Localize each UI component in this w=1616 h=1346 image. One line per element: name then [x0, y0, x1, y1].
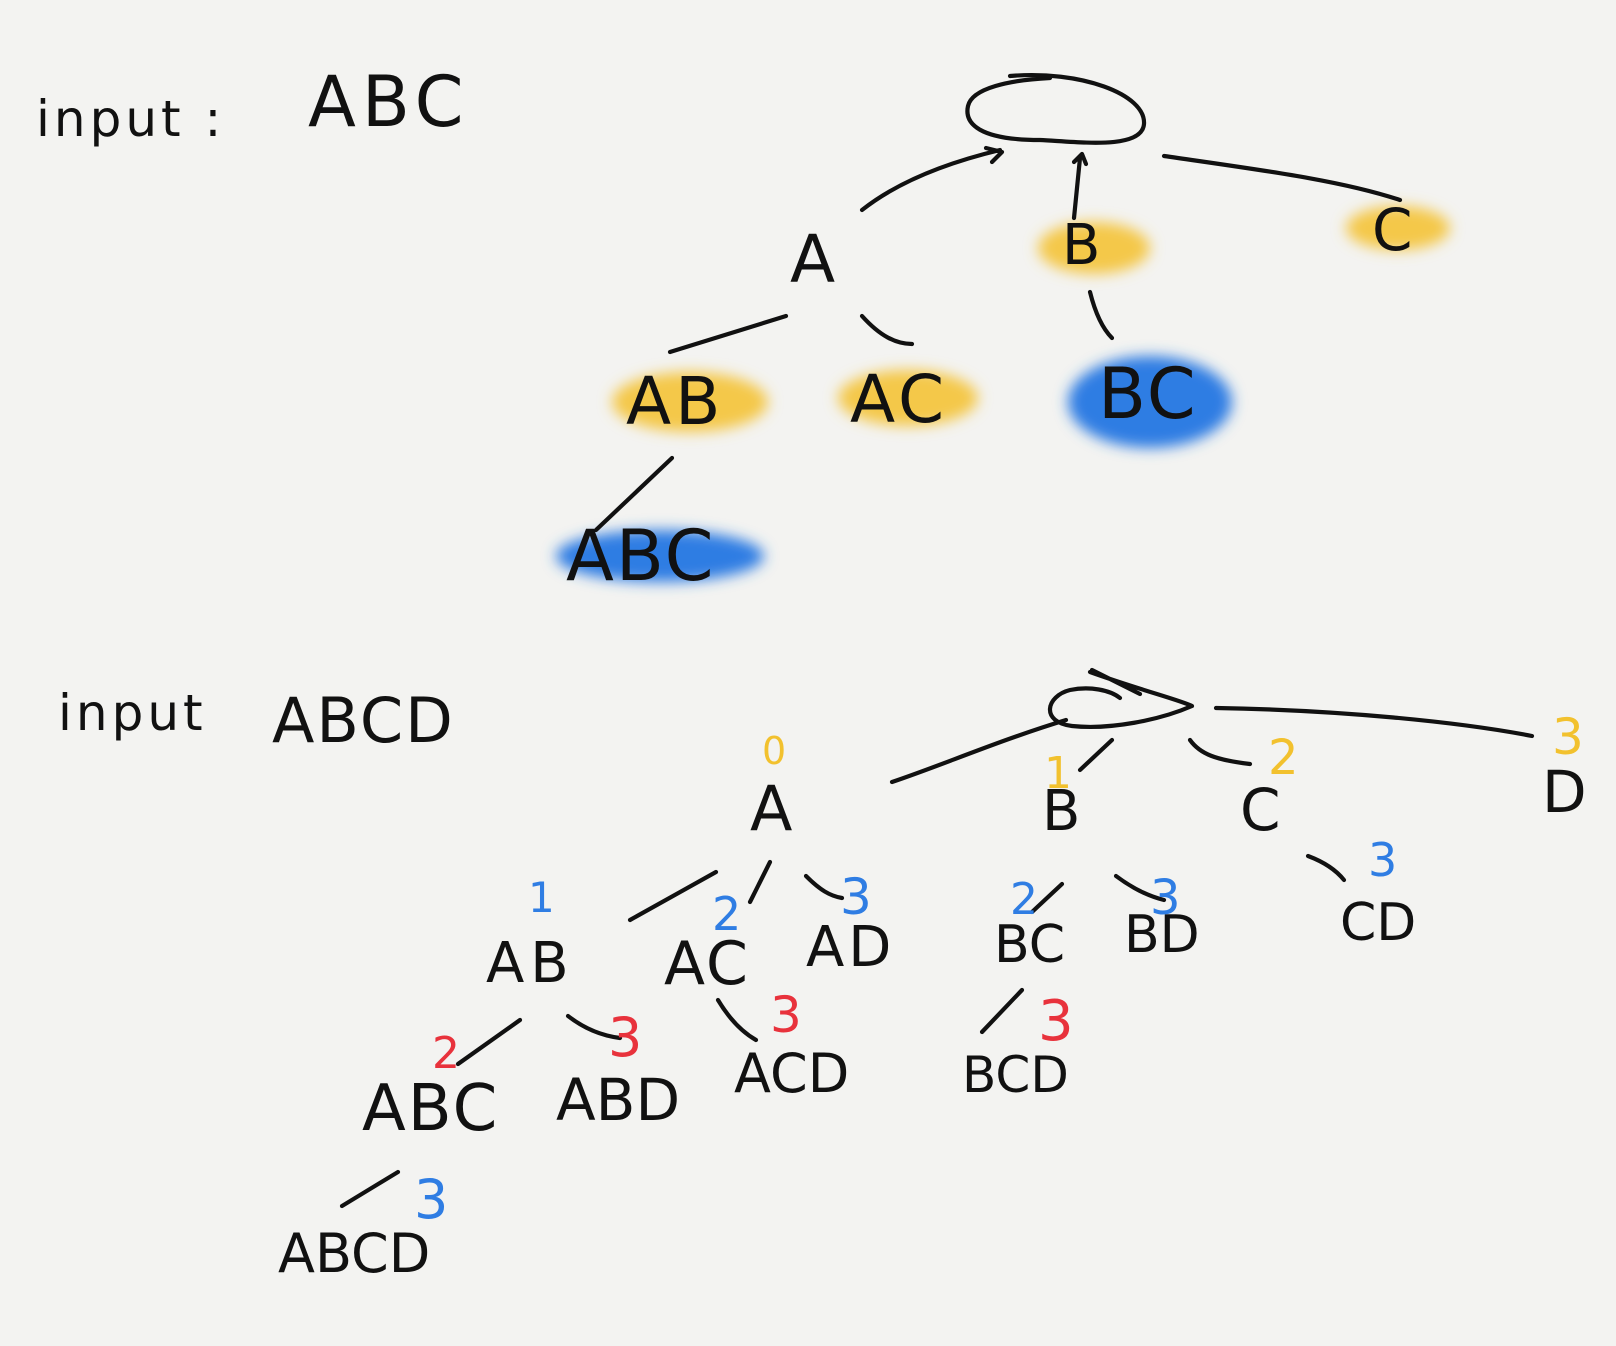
- edges-1: [593, 145, 1403, 533]
- edge2-a-ad: [803, 873, 845, 901]
- nodes-1: A B C AB AC BC ABC: [566, 196, 1413, 597]
- node-c: C: [1372, 196, 1413, 264]
- node2-ab: AB: [486, 931, 575, 996]
- node-ac: AC: [850, 361, 948, 438]
- node2-d: D: [1542, 758, 1587, 826]
- edge-root-a: [859, 145, 1005, 213]
- edge2-ab-abd: [565, 1013, 623, 1041]
- highlight-b: [1038, 222, 1150, 274]
- index-cd: 3: [1368, 833, 1397, 887]
- node2-cd: CD: [1340, 893, 1416, 953]
- index-ad: 3: [840, 868, 872, 926]
- index-a: 0: [762, 729, 786, 773]
- caption-prefix-2: input: [58, 684, 207, 742]
- node2-ad: AD: [806, 915, 895, 980]
- root-oval-2: [1047, 667, 1195, 729]
- node-abc: ABC: [566, 515, 716, 597]
- node-b: B: [1062, 213, 1100, 278]
- index-bd: 3: [1150, 870, 1181, 926]
- index-abc: 2: [432, 1028, 460, 1079]
- node2-acd: ACD: [734, 1042, 849, 1105]
- edge2-b-bc: [1029, 881, 1065, 915]
- edge2-abc-abcd: [339, 1169, 401, 1209]
- caption-value-1: ABC: [308, 61, 470, 143]
- index-bcd: 3: [1038, 989, 1074, 1054]
- diagram-abcd: input ABCD A B C D AB: [58, 667, 1587, 1285]
- edge-a-ac: [859, 313, 915, 347]
- index-abd: 3: [608, 1006, 642, 1069]
- index-labels-2: 0 1 2 3 1 2 3 2 3 3 2 3 3 3 3: [414, 708, 1584, 1231]
- caption-prefix-1: input :: [36, 90, 225, 148]
- highlight-ab: [612, 372, 768, 432]
- node2-bc: BC: [994, 915, 1065, 975]
- diagram-abc: input : ABC A B C AB AC BC ABC: [36, 61, 1450, 597]
- edge2-root-b: [1077, 737, 1115, 773]
- index-ac: 2: [712, 887, 741, 941]
- node2-abd: ABD: [556, 1066, 680, 1134]
- node2-bcd: BCD: [962, 1046, 1069, 1104]
- highlight-layer-1: [556, 206, 1450, 582]
- edge2-a-ac: [747, 859, 773, 905]
- node-ab: AB: [626, 363, 724, 440]
- node2-ac: AC: [664, 929, 750, 999]
- root-oval-1: [965, 73, 1147, 145]
- highlight-bc: [1068, 356, 1232, 448]
- edge2-root-a: [889, 717, 1069, 785]
- node2-abc: ABC: [362, 1072, 499, 1146]
- index-abcd: 3: [414, 1168, 448, 1231]
- edges-2: [339, 705, 1535, 1209]
- edge2-root-c: [1187, 737, 1253, 767]
- index-acd: 3: [770, 986, 802, 1044]
- edge-b-bc: [1087, 289, 1115, 341]
- node-bc: BC: [1098, 353, 1198, 435]
- edge-root-b: [1071, 151, 1089, 221]
- index-ab: 1: [528, 873, 555, 922]
- edge-root-c: [1161, 153, 1403, 203]
- highlight-c: [1346, 206, 1450, 250]
- edge-a-ab: [667, 313, 789, 355]
- edge-ab-abc: [593, 455, 675, 533]
- nodes-2: A B C D AB AC AD BC BD CD ABC ABD ACD BC…: [278, 758, 1587, 1285]
- edge2-ac-acd: [715, 997, 759, 1043]
- highlight-abc: [556, 530, 764, 582]
- edge2-c-cd: [1305, 853, 1347, 883]
- node2-a: A: [750, 772, 792, 845]
- edge2-root-d: [1213, 705, 1535, 739]
- highlight-ac: [838, 370, 978, 426]
- index-b: 1: [1044, 748, 1072, 799]
- index-c: 2: [1268, 730, 1299, 786]
- node2-c: C: [1240, 776, 1281, 844]
- caption-value-2: ABCD: [272, 684, 455, 757]
- node2-bd: BD: [1124, 905, 1200, 965]
- edge2-b-bd: [1113, 873, 1167, 903]
- node2-abcd: ABCD: [278, 1222, 430, 1285]
- index-bc: 2: [1010, 874, 1038, 925]
- edge2-bc-bcd: [979, 987, 1025, 1035]
- index-d: 3: [1552, 708, 1584, 766]
- edge2-ab-abc: [455, 1017, 523, 1067]
- node-a: A: [790, 221, 835, 298]
- edge2-a-ab: [627, 869, 719, 923]
- node2-b: B: [1042, 779, 1080, 844]
